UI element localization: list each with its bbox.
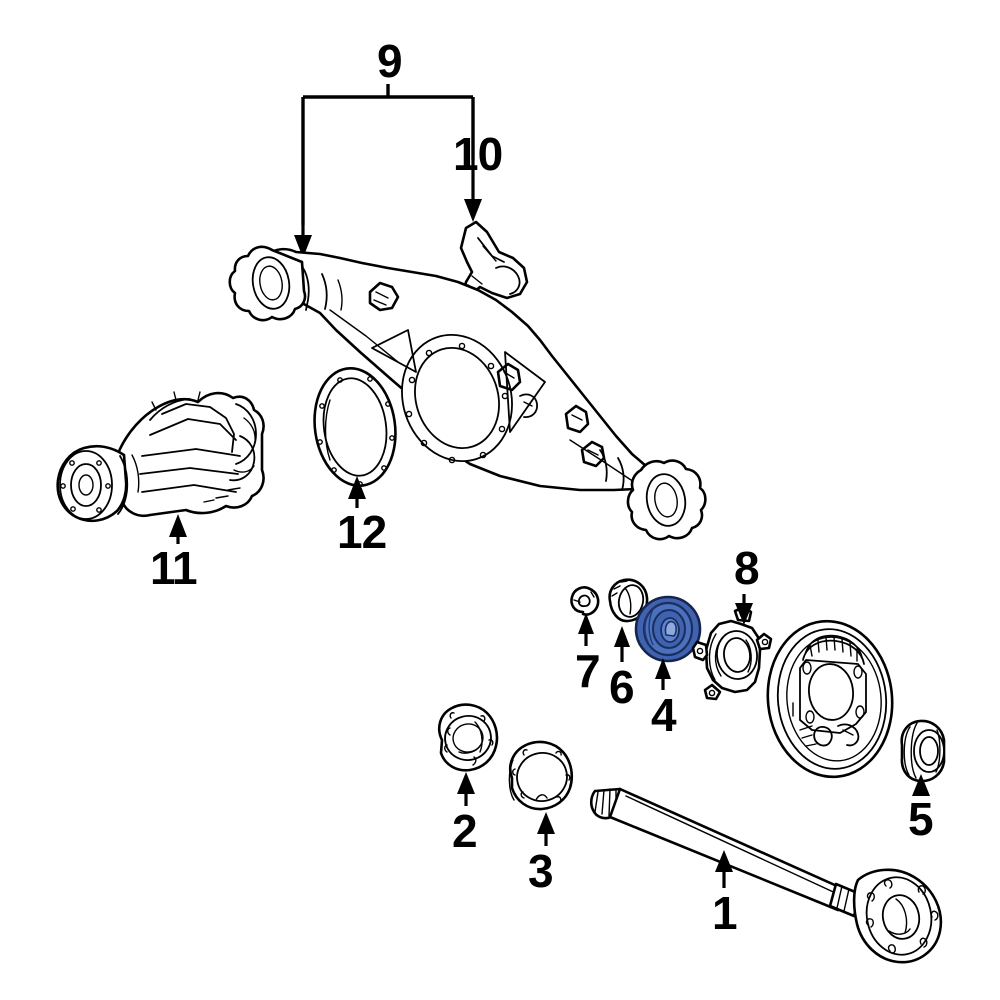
part-1-rear-axle-shaft [589,787,943,964]
callout-5-leader [912,774,930,796]
callout-6-leader [614,626,630,662]
part-11-differential-carrier [56,391,265,523]
callout-12-leader [348,476,366,508]
callout-8-leader [735,594,753,625]
brake-backing-plate [766,619,894,779]
callout-2-leader [457,772,475,806]
callout-10-leader [464,160,482,222]
callout-9-bracket [301,84,475,225]
callout-11-leader [169,514,187,544]
callout-label-3[interactable]: 3 [528,845,554,897]
callout-label-4[interactable]: 4 [651,689,677,741]
callout-label-11[interactable]: 11 [150,542,198,594]
part-2-axle-retainer-plate [438,703,499,772]
callout-label-10[interactable]: 10 [453,128,503,180]
part-4-axle-shaft-bearing [634,595,702,663]
callout-label-6[interactable]: 6 [609,661,635,713]
callout-label-8[interactable]: 8 [734,542,760,594]
part-12-differential-gasket [313,367,397,487]
part-3-axle-bearing-retainer [508,740,574,811]
callout-label-1[interactable]: 1 [712,887,738,939]
part-9-rear-axle-housing [228,245,707,541]
part-10-breather-bracket [459,220,529,300]
callout-label-9[interactable]: 9 [377,35,403,87]
callout-4-leader [655,658,671,690]
callout-label-7[interactable]: 7 [575,645,601,697]
callout-label-5[interactable]: 5 [908,793,934,845]
part-8-axle-bearing-case [691,605,773,701]
part-7-snap-ring [570,586,600,616]
callout-label-12[interactable]: 12 [337,506,387,558]
callout-9-arrow-housing [294,225,312,258]
part-6-retainer-collar [608,578,649,623]
callout-1-leader [715,850,733,888]
callout-3-leader [537,812,555,846]
callout-label-2[interactable]: 2 [452,805,478,857]
callout-7-leader [578,613,594,646]
part-5-axle-oil-seal [900,719,946,783]
